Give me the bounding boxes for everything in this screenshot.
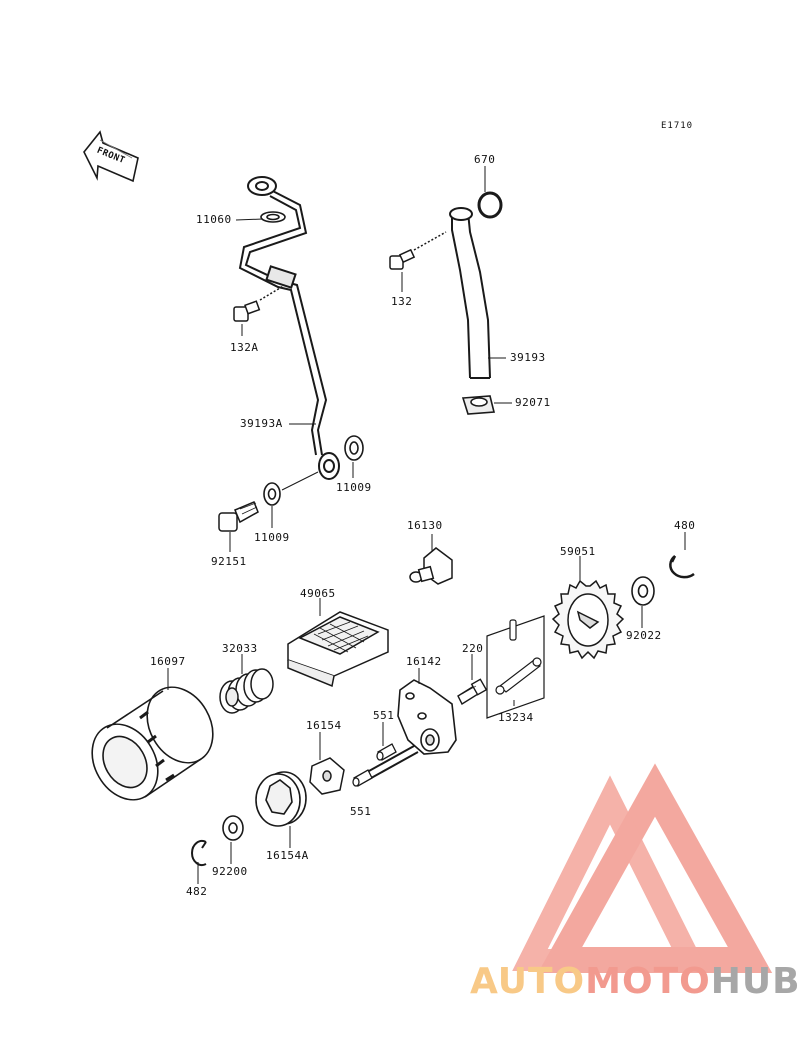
watermark-part-auto: AUTO	[470, 961, 586, 1002]
banjo-bolt-92151-icon	[218, 501, 259, 532]
part-label-13234: 13234	[498, 711, 534, 724]
inner-rotor-16154-icon	[309, 757, 345, 795]
watermark-part-moto: MOTO	[585, 961, 711, 1002]
circlip-480-icon	[669, 555, 695, 579]
shaft-13234-icon	[486, 615, 545, 719]
pin-551-upper-icon	[376, 743, 397, 761]
part-label-11009-upper: 11009	[336, 481, 372, 494]
watermark-logo-icon	[512, 763, 773, 973]
watermark-part-hub: HUB	[710, 961, 800, 1002]
part-label-16130: 16130	[407, 519, 443, 532]
oil-pipe-39193	[449, 207, 491, 379]
part-label-92200: 92200	[212, 865, 248, 878]
relief-valve-16130-icon	[409, 547, 453, 585]
pin-551-lower-icon	[352, 769, 373, 787]
oil-screen-49065-icon	[287, 611, 389, 688]
part-label-551-upper: 551	[373, 709, 395, 722]
sprocket-59051-icon	[551, 579, 625, 660]
part-label-11060: 11060	[196, 213, 232, 226]
washer-92022-icon	[631, 576, 655, 606]
pump-cover-16142-icon	[359, 679, 457, 783]
oil-pipe-39193a	[238, 176, 340, 480]
gasket-11060-icon	[260, 211, 286, 223]
diagram-code: E1710	[661, 121, 694, 131]
part-label-16097: 16097	[150, 655, 186, 668]
part-label-132a: 132A	[230, 341, 259, 354]
part-label-132: 132	[391, 295, 413, 308]
washer-92200-icon	[222, 815, 244, 841]
washer-11009-upper-icon	[344, 435, 364, 461]
part-label-39193: 39193	[510, 351, 546, 364]
oil-filter-16097-icon	[91, 686, 214, 801]
part-label-92071: 92071	[515, 396, 551, 409]
part-label-49065: 49065	[300, 587, 336, 600]
spring-32033-icon	[219, 668, 274, 714]
part-label-551-lower: 551	[350, 805, 372, 818]
grommet-92071-icon	[461, 395, 496, 415]
watermark-text: AUTOMOTOHUB	[470, 960, 800, 1004]
part-label-39193a: 39193A	[240, 417, 283, 430]
part-label-59051: 59051	[560, 545, 596, 558]
part-label-92022: 92022	[626, 629, 662, 642]
part-label-16142: 16142	[406, 655, 442, 668]
bolt-132-icon	[389, 231, 447, 270]
outer-rotor-16154a-icon	[255, 771, 307, 827]
leader-lines	[167, 166, 686, 884]
washer-11009-lower-icon	[263, 471, 319, 506]
circlip-482-icon	[191, 840, 207, 866]
part-label-480: 480	[674, 519, 696, 532]
part-label-670: 670	[474, 153, 496, 166]
part-label-11009-lower: 11009	[254, 531, 290, 544]
part-label-16154: 16154	[306, 719, 342, 732]
part-label-482: 482	[186, 885, 208, 898]
o-ring-670-icon	[477, 191, 503, 219]
part-label-16154a: 16154A	[266, 849, 309, 862]
front-arrow-icon	[83, 130, 139, 183]
bolt-132a-icon	[233, 284, 286, 322]
bolt-220-icon	[457, 678, 488, 706]
part-label-92151: 92151	[211, 555, 247, 568]
part-label-32033: 32033	[222, 642, 258, 655]
part-label-220: 220	[462, 642, 484, 655]
